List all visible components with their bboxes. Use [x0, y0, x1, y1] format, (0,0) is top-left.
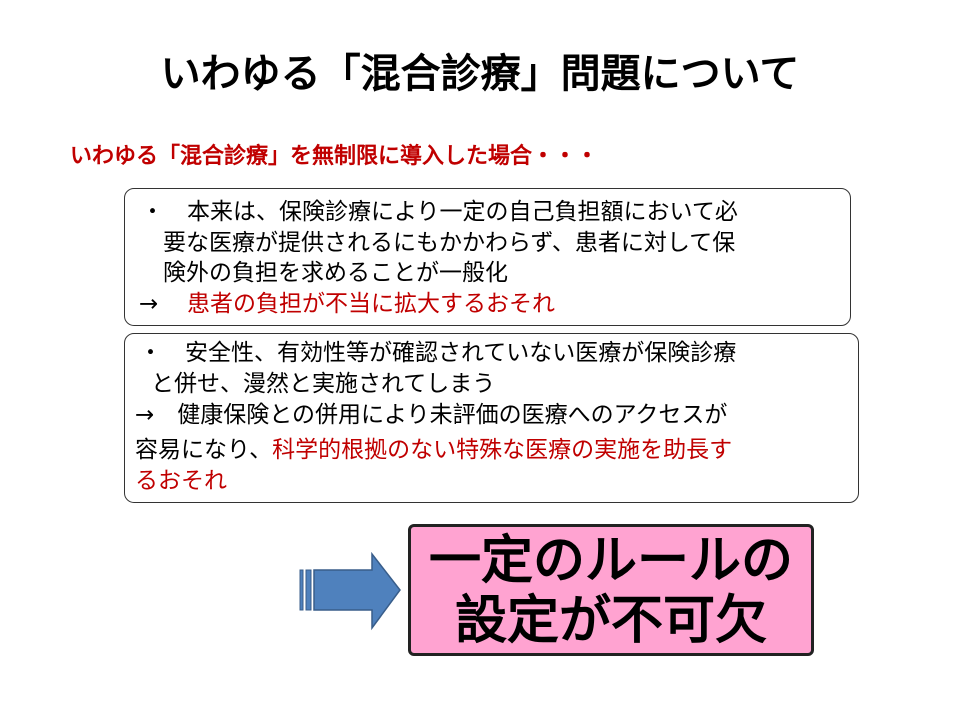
- box2-line-5: るおそれ: [135, 468, 227, 494]
- box2-line-4-black: 容易になり、: [135, 437, 273, 463]
- conclusion-box: 一定のルールの 設定が不可欠: [408, 524, 814, 656]
- box1-consequence: 患者の負担が不当に拡大するおそれ: [187, 291, 555, 317]
- slide-title: いわゆる「混合診療」問題について: [160, 51, 800, 97]
- box1-line-3: 険外の負担を求めることが一般化: [163, 260, 508, 286]
- box2-line-4-red: 科学的根拠のない特殊な医療の実施を助長す: [272, 437, 733, 463]
- conclusion-line-1: 一定のルールの: [428, 531, 793, 591]
- box1-line-2: 要な医療が提供されるにもかかわらず、患者に対して保: [163, 230, 736, 256]
- box2-line-2: と併せ、漫然と実施されてしまう: [151, 371, 496, 397]
- concern-box-1: ・ 本来は、保険診療により一定の自己負担額において必 要な医療が提供されるにもか…: [124, 188, 851, 326]
- box2-line-4: 容易になり、科学的根拠のない特殊な医療の実施を助長す: [135, 435, 732, 465]
- right-arrow-icon: [299, 552, 401, 631]
- box2-line-1: ・ 安全性、有効性等が確認されていない医療が保険診療: [139, 340, 737, 366]
- box1-line-1: ・ 本来は、保険診療により一定の自己負担額において必: [141, 199, 738, 225]
- concern-box-2: ・ 安全性、有効性等が確認されていない医療が保険診療 と併せ、漫然と実施されてし…: [124, 333, 859, 503]
- conclusion-line-2: 設定が不可欠: [454, 591, 767, 651]
- box2-line-3: → 健康保険との併用により未評価の医療へのアクセスが: [135, 402, 728, 428]
- slide-subtitle: いわゆる「混合診療」を無制限に導入した場合・・・: [70, 144, 599, 169]
- box1-arrow: →: [139, 291, 159, 317]
